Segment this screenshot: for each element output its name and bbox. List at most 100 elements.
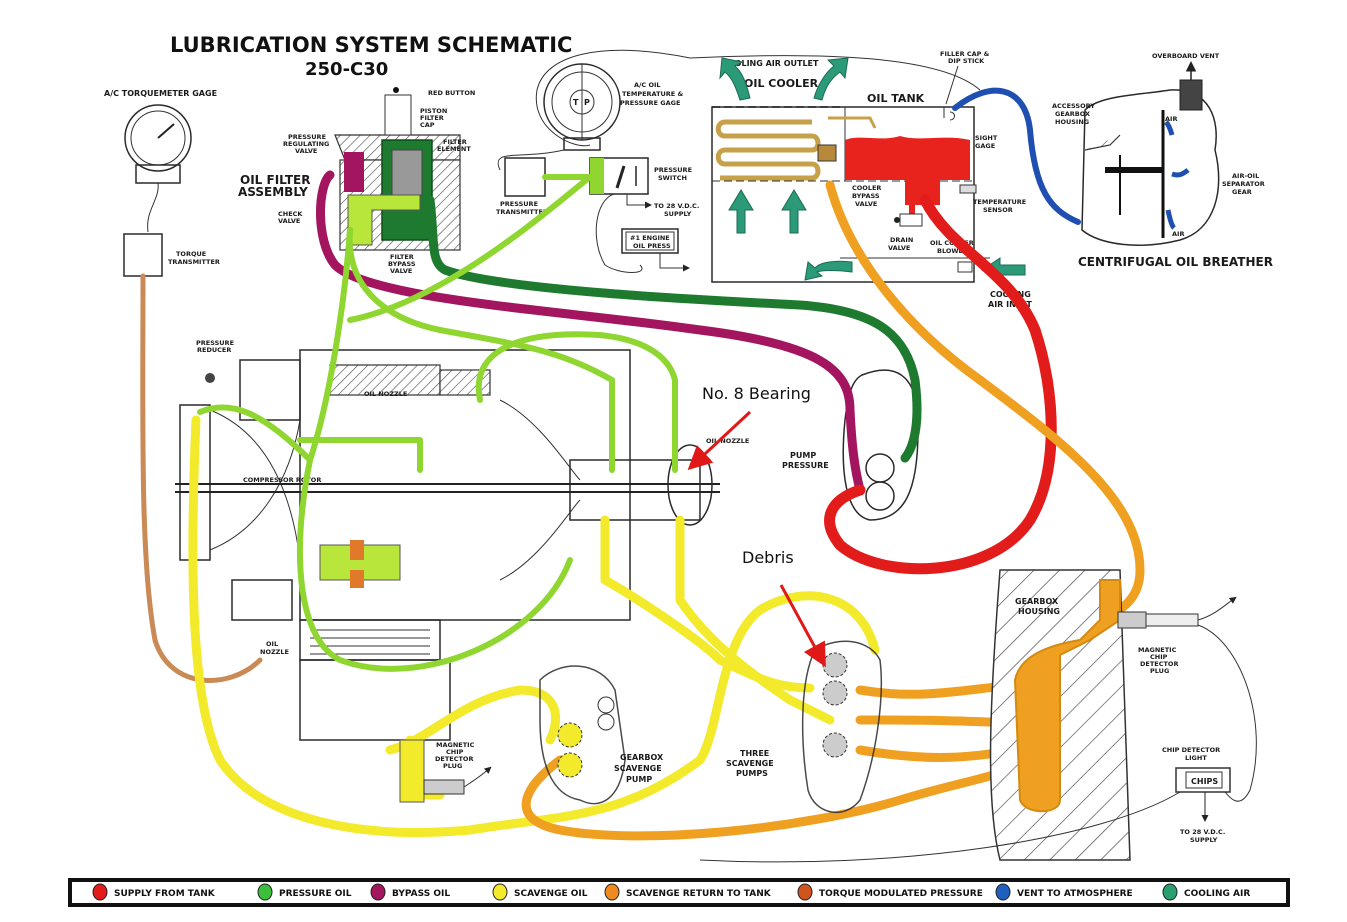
filler-cap-label-1: FILLER CAP & (940, 50, 990, 58)
engine-oil-press-label-2: OIL PRESS (633, 242, 671, 250)
legend-item: BYPASS OIL (370, 883, 450, 901)
three-scavenge-label-3: PUMPS (736, 769, 768, 778)
gearbox-housing: GEARBOX HOUSING MAGNETIC CHIP DETECTOR P… (989, 569, 1257, 861)
legend-item: SUPPLY FROM TANK (92, 883, 216, 901)
red-button-label: RED BUTTON (428, 89, 475, 97)
prv-label-2: REGULATING (283, 140, 329, 148)
scavenge-gear-icon (557, 752, 583, 778)
filter-bypass-label-2: BYPASS (388, 260, 416, 268)
legend-swatch (604, 883, 620, 901)
gage-p-letter: P (584, 98, 590, 107)
oil-temp-pressure-gage: T P A/C OIL TEMPERATURE & PRESSURE GAGE (497, 49, 691, 171)
sight-gage-label-1: SIGHT (975, 134, 998, 142)
engine-core: PRESSURE REDUCER OIL NOZZLE COMPRESSOR R… (175, 339, 749, 741)
cooling-air-outlet-label: COOLING AIR OUTLET (722, 59, 819, 68)
engine-oil-press-label-1: #1 ENGINE (630, 234, 670, 242)
oil-tank-label: OIL TANK (867, 92, 925, 105)
scavenge-gear-icon (822, 652, 848, 678)
filter-element-label-2: ELEMENT (437, 145, 471, 153)
cooler-bypass-label-2: BYPASS (852, 192, 880, 200)
chips-label: CHIPS (1191, 777, 1218, 786)
oil-cooler-tank-unit: COOLING AIR OUTLET OIL COOLER OIL TANK F… (689, 50, 1032, 309)
legend-item: SCAVENGE RETURN TO TANK (604, 883, 772, 901)
accessory-gearbox-label-2: GEARBOX (1055, 110, 1090, 118)
chip-plug-right-label-3: DETECTOR (1140, 660, 1178, 668)
filter-cap-label-1: FILTER (420, 114, 444, 122)
air-oil-separator-label-3: GEAR (1232, 188, 1252, 196)
temperature-sensor-label-2: SENSOR (983, 206, 1013, 214)
gage-needle-icon (157, 123, 175, 139)
legend-swatch (797, 883, 813, 901)
pressure-switch: PRESSURE SWITCH TO 28 V.D.C. SUPPLY (589, 157, 699, 273)
legend-label: SCAVENGE OIL (514, 889, 588, 899)
three-scavenge-pumps: THREE SCAVENGE PUMPS (726, 640, 883, 814)
air-label: AIR (1165, 115, 1177, 123)
pump-gear-icon (865, 481, 895, 511)
gearbox-scavenge-label-2: SCAVENGE (614, 764, 662, 773)
filter-element-label-1: FILTER (443, 138, 467, 146)
accessory-gearbox-label-3: HOUSING (1055, 118, 1089, 126)
vdc-supply-bottom-label-1: TO 28 V.D.C. (1180, 828, 1225, 836)
legend-swatch (370, 883, 386, 901)
torque-pressure-line (140, 273, 263, 683)
legend-item: TORQUE MODULATED PRESSURE (797, 883, 983, 901)
chip-plug-left-label-2: CHIP (446, 748, 464, 756)
oil-cooler-blower-label-2: BLOWER (937, 247, 968, 255)
supply-line (824, 194, 1057, 575)
cooling-air-inlet-label-2: AIR INLET (988, 300, 1032, 309)
legend-swatch (257, 883, 273, 901)
centrifugal-oil-breather-label: CENTRIFUGAL OIL BREATHER (1078, 255, 1273, 269)
torquemeter-gage: A/C TORQUEMETER GAGE (104, 89, 217, 233)
diagram-subtitle: 250-C30 (305, 59, 388, 80)
legend-swatch (995, 883, 1011, 901)
air-oil-separator-label-1: AIR-OIL (1232, 172, 1259, 180)
sight-gage-label-2: GAGE (975, 142, 995, 150)
chip-plug-left-label-3: DETECTOR (435, 755, 473, 763)
overboard-vent-label: OVERBOARD VENT (1152, 52, 1220, 60)
pressure-transmitter: PRESSURE TRANSMITTER (496, 157, 548, 216)
legend-label: COOLING AIR (1184, 889, 1250, 899)
cooling-air-arrow-icon (813, 57, 849, 101)
filter-bypass-label-3: VALVE (390, 267, 412, 275)
cooling-air-arrow-icon (728, 189, 754, 234)
air-label: AIR (1172, 230, 1184, 238)
oil-gage-label-3: PRESSURE GAGE (620, 99, 680, 107)
torque-transmitter: TORQUE TRANSMITTER (123, 233, 220, 277)
oil-filter-label-2: ASSEMBLY (238, 185, 308, 199)
legend-label: SCAVENGE RETURN TO TANK (626, 889, 772, 899)
torque-transmitter-label-2: TRANSMITTER (168, 258, 220, 266)
vent-line (952, 87, 1081, 225)
check-valve-label-1: CHECK (278, 210, 303, 218)
legend-item: SCAVENGE OIL (492, 883, 588, 901)
oil-gage-label-2: TEMPERATURE & (622, 90, 683, 98)
legend-item: COOLING AIR (1162, 883, 1250, 901)
torquemeter-gage-label: A/C TORQUEMETER GAGE (104, 89, 217, 98)
air-oil-separator-label-2: SEPARATOR (1222, 180, 1265, 188)
oil-filter-label-1: OIL FILTER (240, 173, 310, 187)
vdc-supply-top-label-1: TO 28 V.D.C. (654, 202, 699, 210)
chip-plug-right-label-1: MAGNETIC (1138, 646, 1177, 654)
compressor-rotor-label: COMPRESSOR ROTOR (243, 476, 321, 484)
chip-plug-right-label-2: CHIP (1150, 653, 1168, 661)
pressure-transmitter-label-2: TRANSMITTER (496, 208, 548, 216)
filter-outlet-line (425, 195, 922, 463)
pressure-reducer-label-1: PRESSURE (196, 339, 234, 347)
filter-bypass-label-1: FILTER (390, 253, 414, 261)
scavenge-gear-icon (557, 722, 583, 748)
chip-plug-left-label-4: PLUG (443, 762, 462, 770)
magnetic-chip-detector-left: MAGNETIC CHIP DETECTOR PLUG (399, 739, 492, 803)
legend-label: BYPASS OIL (392, 889, 450, 899)
drain-valve-label-2: VALVE (888, 244, 910, 252)
pressure-switch-label-2: SWITCH (658, 174, 687, 182)
temperature-sensor-label-1: TEMPERATURE (973, 198, 1026, 206)
gearbox-scavenge-label-1: GEARBOX (620, 753, 664, 762)
cooling-air-arrow-icon (781, 189, 807, 234)
bearing-arrow-icon (687, 410, 752, 471)
red-button-icon (393, 87, 399, 93)
scavenge-gear-icon (822, 680, 848, 706)
centrifugal-oil-breather: OVERBOARD VENT ACCESSORY GEARBOX HOUSING… (1052, 52, 1273, 269)
oil-nozzle-right-label: OIL NOZZLE (706, 437, 749, 445)
accessory-gearbox-label-1: ACCESSORY (1052, 102, 1095, 110)
pressure-oil-lines (197, 174, 678, 672)
